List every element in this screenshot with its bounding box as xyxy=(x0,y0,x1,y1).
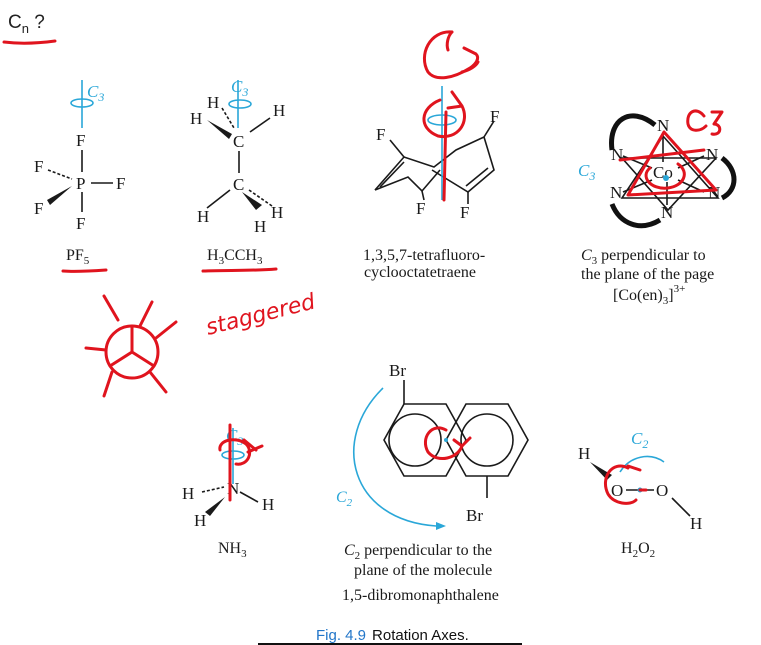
svg-text:Cn ?: Cn ? xyxy=(8,12,45,36)
h2o2-ink xyxy=(604,464,648,505)
svg-text:H: H xyxy=(190,109,202,128)
h2o2-name: H2O2 xyxy=(621,540,655,560)
svg-text:F: F xyxy=(116,174,125,193)
svg-text:H: H xyxy=(578,444,590,463)
co-name-line1: C3 perpendicular to xyxy=(581,247,706,267)
svg-text:N: N xyxy=(610,183,622,202)
staggered-note: staggered xyxy=(203,289,318,341)
naph-name-line3: 1,5-dibromonaphthalene xyxy=(342,587,499,604)
cot-name-line2: cyclooctatetraene xyxy=(364,264,476,281)
pf5-underline xyxy=(61,268,108,273)
cot-ink-top-loop xyxy=(422,30,480,80)
ethane-underline xyxy=(201,267,278,273)
header-question: Cn ? xyxy=(2,12,57,45)
header-underline xyxy=(2,39,57,45)
svg-text:P: P xyxy=(76,174,85,193)
co-ink-label xyxy=(686,109,724,136)
svg-text:N: N xyxy=(657,116,669,135)
co-name-line2: the plane of the page xyxy=(581,266,714,283)
nh3-name: NH3 xyxy=(218,540,247,560)
svg-text:H: H xyxy=(262,495,274,514)
naph-name-line1: C2 perpendicular to the xyxy=(344,542,492,562)
co-formula: [Co(en)3]3+ xyxy=(613,283,685,307)
svg-text:O: O xyxy=(656,481,668,500)
svg-text:H: H xyxy=(207,93,219,112)
svg-text:Br: Br xyxy=(466,506,483,525)
nh3-ink xyxy=(218,423,264,502)
svg-text:H: H xyxy=(194,511,206,530)
svg-text:O: O xyxy=(611,481,623,500)
svg-text:H: H xyxy=(271,203,283,222)
pf5-name: PF5 xyxy=(66,247,90,267)
molecule-nh3: C3 N H H H NH3 xyxy=(182,423,274,560)
cot-ink-rotation xyxy=(422,90,466,139)
svg-text:F: F xyxy=(34,157,43,176)
molecule-pf5: C3 F P F F F F PF5 xyxy=(34,80,125,273)
naph-axis-label: C2 xyxy=(336,489,353,509)
svg-text:H: H xyxy=(690,514,702,533)
svg-text:F: F xyxy=(416,199,425,218)
co-ink-arrow xyxy=(618,148,706,162)
svg-text:Co: Co xyxy=(653,163,673,182)
svg-text:F: F xyxy=(34,199,43,218)
cot-name-line1: 1,3,5,7-tetrafluoro- xyxy=(363,247,485,264)
svg-text:H: H xyxy=(197,207,209,226)
svg-text:C: C xyxy=(233,175,244,194)
co-ink-rotation xyxy=(644,162,686,190)
newman-sketch xyxy=(84,294,178,398)
molecule-h2o2: C2 H O O H H2O2 xyxy=(578,429,702,560)
ethane-name: H3CCH3 xyxy=(207,247,263,267)
svg-text:F: F xyxy=(76,214,85,233)
svg-text:Br: Br xyxy=(389,361,406,380)
molecule-ethane: C3 H H H C C H H H H3CCH3 xyxy=(190,77,285,273)
svg-text:F: F xyxy=(76,131,85,150)
svg-text:F: F xyxy=(376,125,385,144)
co-axis-label: C3 xyxy=(578,161,595,183)
svg-text:H: H xyxy=(273,101,285,120)
cot-ink-axis xyxy=(442,110,448,202)
molecule-cot: F F F F 1,3,5,7-tetrafluoro- cyclooctate… xyxy=(363,30,499,281)
svg-text:C: C xyxy=(233,132,244,151)
svg-text:H: H xyxy=(182,484,194,503)
molecule-dibromonaphthalene: Br Br C2 C2 perpendicular to the plane o… xyxy=(336,361,529,604)
h2o2-axis-label: C2 xyxy=(631,429,648,451)
co-ink-triangle xyxy=(626,130,718,197)
pf5-axis-label: C3 xyxy=(87,82,104,104)
molecule-co-en: N N N N N N Co C3 C3 perpendicular to th… xyxy=(578,109,737,307)
svg-text:F: F xyxy=(460,203,469,222)
svg-text:staggered: staggered xyxy=(203,289,318,341)
svg-text:F: F xyxy=(490,107,499,126)
naph-ink-rotation xyxy=(423,426,472,461)
naph-name-line2: plane of the molecule xyxy=(354,562,492,579)
svg-text:H: H xyxy=(254,217,266,236)
ethane-axis-label: C3 xyxy=(231,77,248,99)
